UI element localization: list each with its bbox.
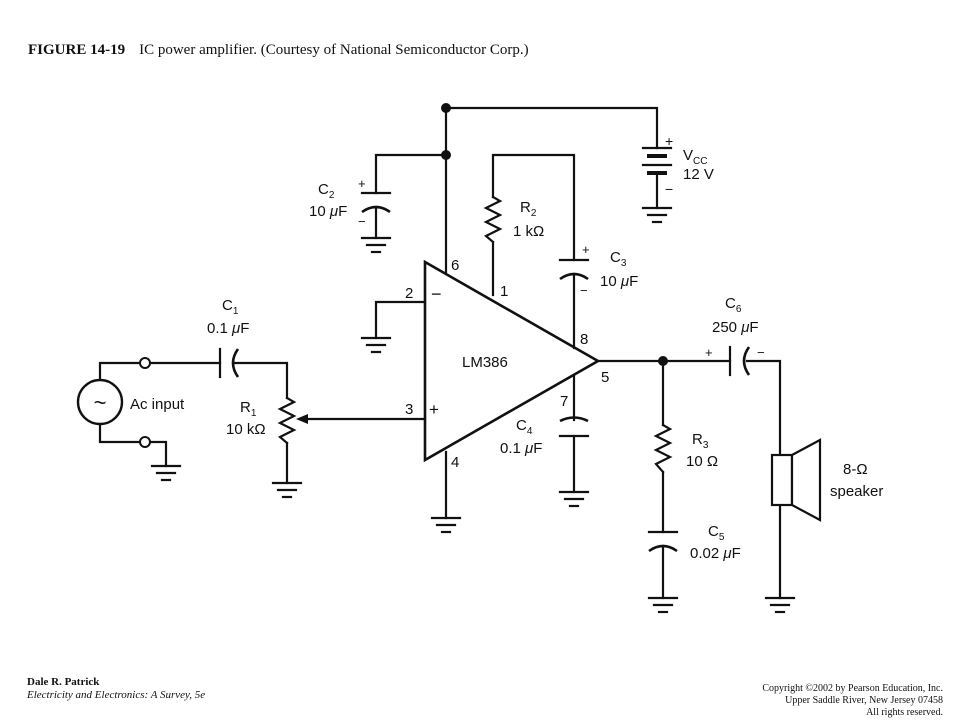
input-terminal-top bbox=[139, 357, 151, 369]
c2-minus: − bbox=[358, 214, 366, 229]
figure-caption: FIGURE 14-19 IC power amplifier. (Courtes… bbox=[28, 42, 529, 59]
pin-6-label: 6 bbox=[451, 257, 459, 274]
c2-value: 10 μF bbox=[309, 203, 347, 220]
battery-plus: + bbox=[665, 133, 673, 149]
battery-minus: − bbox=[665, 181, 673, 197]
r3-value: 10 Ω bbox=[686, 453, 718, 470]
vcc-value: 12 V bbox=[683, 166, 714, 183]
pin-8-label: 8 bbox=[580, 331, 588, 348]
footer-book-info: Dale R. Patrick Electricity and Electron… bbox=[27, 676, 205, 702]
wire-c6-speaker bbox=[745, 359, 782, 457]
r1-name: R1 bbox=[240, 399, 257, 419]
r2-resistor bbox=[483, 195, 503, 244]
r3-name: R3 bbox=[692, 431, 709, 451]
c1-capacitor bbox=[218, 347, 240, 379]
c4-capacitor bbox=[558, 416, 590, 438]
ac-source-symbol: ~ bbox=[76, 378, 124, 426]
speaker-impedance: 8-Ω bbox=[843, 461, 868, 478]
footer-copyright: Copyright ©2002 by Pearson Education, In… bbox=[762, 683, 943, 719]
copyright-line: Upper Saddle River, New Jersey 07458 bbox=[785, 695, 943, 706]
ground-symbol-pin4 bbox=[430, 516, 462, 534]
c2-capacitor bbox=[360, 191, 392, 214]
c3-capacitor bbox=[558, 258, 590, 281]
wire-c1-r1 bbox=[233, 361, 289, 400]
c5-value: 0.02 μF bbox=[690, 545, 741, 562]
pin-numbers: 6 2 1 8 5 7 3 4 bbox=[405, 257, 609, 471]
wire-ac-source-top bbox=[98, 361, 142, 382]
wire-input-ground bbox=[148, 440, 168, 468]
ground-symbol-r1 bbox=[271, 481, 303, 499]
ac-input-label: Ac input bbox=[130, 396, 185, 413]
wire-vcc-top bbox=[444, 106, 659, 150]
junctions bbox=[441, 103, 668, 366]
pin-4-label: 4 bbox=[451, 454, 459, 471]
c1-name: C1 bbox=[222, 297, 239, 317]
c5-capacitor bbox=[647, 530, 679, 553]
c6-plus: + bbox=[705, 345, 713, 360]
ground-symbol-pin2 bbox=[360, 336, 392, 354]
footer-book-title: Electricity and Electronics: A Survey, 5… bbox=[27, 689, 206, 701]
ground-symbol-c2 bbox=[360, 236, 392, 254]
ground-symbol-battery bbox=[641, 206, 673, 224]
ground-symbol-speaker bbox=[764, 596, 796, 614]
r2-name: R2 bbox=[520, 199, 537, 219]
wires bbox=[98, 106, 782, 600]
pin-5-label: 5 bbox=[601, 369, 609, 386]
c4-value: 0.1 μF bbox=[500, 440, 542, 457]
r1-potentiometer bbox=[277, 396, 297, 445]
junction-dot-top bbox=[441, 103, 451, 113]
pin-3-label: 3 bbox=[405, 401, 413, 418]
r1-wiper-arrow bbox=[296, 414, 308, 424]
c6-value: 250 μF bbox=[712, 319, 759, 336]
vcc-battery bbox=[641, 146, 673, 210]
speaker-symbol bbox=[770, 438, 822, 522]
figure-caption-text: IC power amplifier. (Courtesy of Nationa… bbox=[139, 42, 529, 58]
pin-1-label: 1 bbox=[500, 283, 508, 300]
wire-c2-top bbox=[374, 153, 448, 195]
c6-minus: − bbox=[757, 345, 765, 360]
input-terminal-bottom bbox=[139, 436, 151, 448]
copyright-line: Copyright ©2002 by Pearson Education, In… bbox=[762, 683, 943, 694]
ground-symbol-c5 bbox=[647, 596, 679, 614]
c2-plus: + bbox=[358, 176, 366, 191]
c3-plus: + bbox=[582, 242, 590, 257]
vcc-label: VCC bbox=[683, 147, 707, 167]
c6-name: C6 bbox=[725, 295, 742, 315]
ground-symbol-input bbox=[150, 464, 182, 482]
c3-name: C3 bbox=[610, 249, 627, 269]
lm386-ic: LM386 − + bbox=[423, 259, 601, 463]
ac-source-tilde: ~ bbox=[94, 390, 107, 415]
c2-name: C2 bbox=[318, 181, 335, 201]
copyright-line: All rights reserved. bbox=[866, 707, 943, 718]
ic-label: LM386 bbox=[462, 354, 508, 371]
junction-dot-output bbox=[658, 356, 668, 366]
wire-r2-c3-top bbox=[491, 153, 576, 262]
c3-value: 10 μF bbox=[600, 273, 638, 290]
r2-value: 1 kΩ bbox=[513, 223, 544, 240]
ic-minus-sign: − bbox=[431, 284, 442, 304]
footer-author: Dale R. Patrick bbox=[27, 676, 100, 688]
r1-value: 10 kΩ bbox=[226, 421, 266, 438]
c1-value: 0.1 μF bbox=[207, 320, 249, 337]
pin-7-label: 7 bbox=[560, 393, 568, 410]
wire-pin2-ground bbox=[374, 300, 427, 340]
c6-capacitor bbox=[728, 345, 751, 377]
ground-symbols bbox=[150, 206, 796, 614]
speaker-label: speaker bbox=[830, 483, 883, 500]
c5-name: C5 bbox=[708, 523, 725, 543]
junction-dot-c2 bbox=[441, 150, 451, 160]
c4-name: C4 bbox=[516, 417, 533, 437]
ground-symbol-c4 bbox=[558, 490, 590, 508]
r3-resistor bbox=[653, 423, 673, 474]
pin-2-label: 2 bbox=[405, 285, 413, 302]
wire-ac-source-bottom bbox=[98, 422, 142, 444]
ic-plus-sign: + bbox=[429, 400, 439, 419]
figure-number: FIGURE 14-19 bbox=[28, 42, 126, 58]
c3-minus: − bbox=[580, 283, 588, 298]
